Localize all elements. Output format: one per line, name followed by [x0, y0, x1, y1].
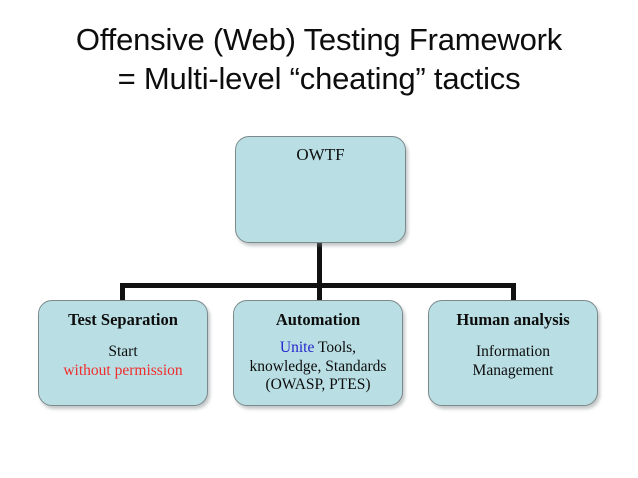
page-title-line-2: = Multi-level “cheating” tactics [117, 61, 521, 96]
connector-drop-left [120, 283, 125, 303]
page-title: Offensive (Web) Testing Framework = Mult… [18, 20, 620, 98]
node-automation-body-line-1-rest: Tools, [314, 339, 357, 356]
node-automation-body: Unite Tools, knowledge, Standards (OWASP… [234, 339, 402, 395]
node-automation[interactable]: Automation Unite Tools, knowledge, Stand… [233, 300, 403, 406]
node-test-separation-title: Test Separation [68, 310, 178, 329]
connector-drop-middle [317, 283, 322, 303]
node-test-separation-body-line-1: Start [108, 343, 138, 360]
node-owtf[interactable]: OWTF [235, 136, 406, 243]
node-human-analysis-body-line-1: Information [475, 343, 551, 360]
node-human-analysis-title: Human analysis [456, 310, 570, 329]
node-test-separation-body-line-2: without permission [63, 362, 183, 379]
node-automation-keyword-unite: Unite [279, 339, 315, 356]
node-human-analysis-body: Information Management [429, 342, 597, 380]
node-human-analysis-body-line-2: Management [472, 362, 554, 379]
node-automation-body-line-3: (OWASP, PTES) [265, 376, 371, 393]
node-owtf-title: OWTF [296, 145, 345, 164]
node-automation-title: Automation [275, 310, 361, 329]
node-test-separation[interactable]: Test Separation Start without permission [38, 300, 208, 406]
node-human-analysis[interactable]: Human analysis Information Management [428, 300, 598, 406]
node-automation-body-line-2: knowledge, Standards [249, 357, 387, 375]
page-title-line-1: Offensive (Web) Testing Framework [75, 22, 563, 57]
node-test-separation-body: Start without permission [39, 342, 207, 380]
connector-drop-right [511, 283, 516, 303]
connector-stem-owtf [317, 242, 322, 287]
node-automation-body-line-1: Unite Tools, [234, 339, 402, 358]
